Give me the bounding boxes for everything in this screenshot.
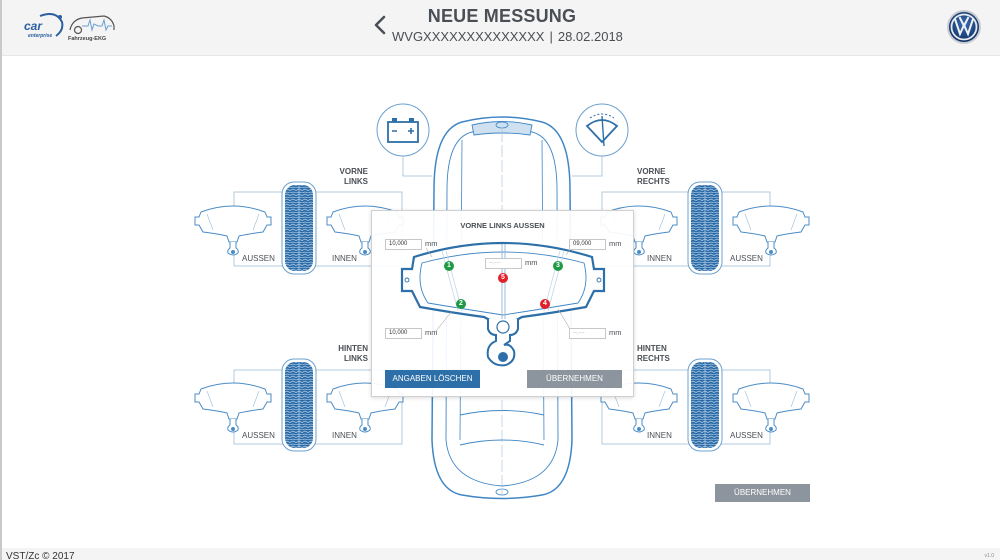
point-3-input[interactable]: 09,000 — [569, 239, 606, 250]
measurement-date: 28.02.2018 — [557, 29, 623, 44]
header-bar: car enterprise Fahrzeug-EKG NEUE MESSUNG… — [2, 0, 1000, 56]
tire-front-right[interactable] — [687, 181, 723, 275]
vehicle-info: WVGXXXXXXXXXXXXXX | 28.02.2018 — [392, 29, 623, 44]
point-2-input[interactable]: 10,000 — [385, 328, 422, 339]
point-1-unit: mm — [425, 239, 438, 248]
label-rear-left-outer: AUSSEN — [242, 431, 275, 440]
wiper-icon[interactable] — [572, 103, 629, 177]
clear-inputs-button[interactable]: ANGABEN LÖSCHEN — [385, 370, 480, 388]
label-line: RECHTS — [637, 354, 670, 363]
point-5-unit: mm — [525, 258, 538, 267]
label-line: VORNE — [339, 167, 368, 176]
car-enterprise-logo-icon: car enterprise — [24, 13, 64, 39]
svg-text:Fahrzeug-EKG: Fahrzeug-EKG — [68, 36, 106, 42]
tire-front-left[interactable] — [281, 181, 317, 275]
label-rear-left: HINTEN LINKS — [324, 344, 368, 364]
page-title: NEUE MESSUNG — [427, 6, 577, 26]
label-rear-right: HINTEN RECHTS — [637, 344, 670, 364]
fahrzeug-ekg-logo-icon: Fahrzeug-EKG — [68, 15, 115, 42]
label-front-right: VORNE RECHTS — [637, 167, 670, 187]
point-1-status-ok[interactable]: 1 — [444, 261, 454, 271]
label-line: HINTEN — [637, 344, 667, 353]
label-line: LINKS — [344, 354, 368, 363]
vw-logo-icon — [947, 10, 981, 44]
label-rear-right-inner: INNEN — [647, 431, 672, 440]
tire-rear-right[interactable] — [687, 358, 723, 452]
brake-pad-rear-left-outer[interactable] — [194, 382, 272, 433]
footer-bar — [2, 548, 1000, 560]
brake-pad-front-left-outer[interactable] — [194, 205, 272, 256]
point-5-status-missing[interactable]: 5 — [498, 273, 508, 283]
point-1-input[interactable]: 10,000 — [385, 239, 422, 250]
copyright-text: VST/Zc © 2017 — [6, 551, 75, 560]
label-front-left: VORNE LINKS — [328, 167, 368, 187]
label-line: RECHTS — [637, 177, 670, 186]
point-2-status-ok[interactable]: 2 — [456, 299, 466, 309]
brake-pad-measurement-dialog: VORNE LINKS AUSSEN 1 2 3 4 5 10,000 mm 1… — [371, 210, 634, 397]
battery-icon[interactable] — [376, 103, 432, 177]
point-2-unit: mm — [425, 328, 438, 337]
label-front-left-inner: INNEN — [332, 254, 357, 263]
dialog-apply-button[interactable]: ÜBERNEHMEN — [527, 370, 622, 388]
point-3-unit: mm — [609, 239, 622, 248]
version-text: v1.0 — [984, 553, 994, 559]
vin-text: WVGXXXXXXXXXXXXXX — [392, 29, 545, 44]
separator: | — [549, 29, 553, 44]
label-front-right-inner: INNEN — [647, 254, 672, 263]
label-line: VORNE — [637, 167, 666, 176]
dialog-title: VORNE LINKS AUSSEN — [460, 221, 545, 230]
svg-text:enterprise: enterprise — [28, 33, 52, 39]
point-4-status-missing[interactable]: 4 — [540, 299, 550, 309]
point-3-status-ok[interactable]: 3 — [553, 261, 563, 271]
apply-button[interactable]: ÜBERNEHMEN — [715, 484, 810, 502]
brake-pad-front-right-outer[interactable] — [732, 205, 810, 256]
label-rear-right-outer: AUSSEN — [730, 431, 763, 440]
label-front-left-outer: AUSSEN — [242, 254, 275, 263]
label-rear-left-inner: INNEN — [332, 431, 357, 440]
point-5-input[interactable]: --,--- — [485, 258, 522, 269]
label-line: LINKS — [344, 177, 368, 186]
label-front-right-outer: AUSSEN — [730, 254, 763, 263]
point-4-input[interactable]: --,--- — [569, 328, 606, 339]
svg-text:car: car — [24, 19, 43, 33]
tire-rear-left[interactable] — [281, 358, 317, 452]
point-4-unit: mm — [609, 328, 622, 337]
brake-pad-rear-right-outer[interactable] — [732, 382, 810, 433]
back-chevron-icon[interactable] — [370, 12, 390, 38]
label-line: HINTEN — [338, 344, 368, 353]
